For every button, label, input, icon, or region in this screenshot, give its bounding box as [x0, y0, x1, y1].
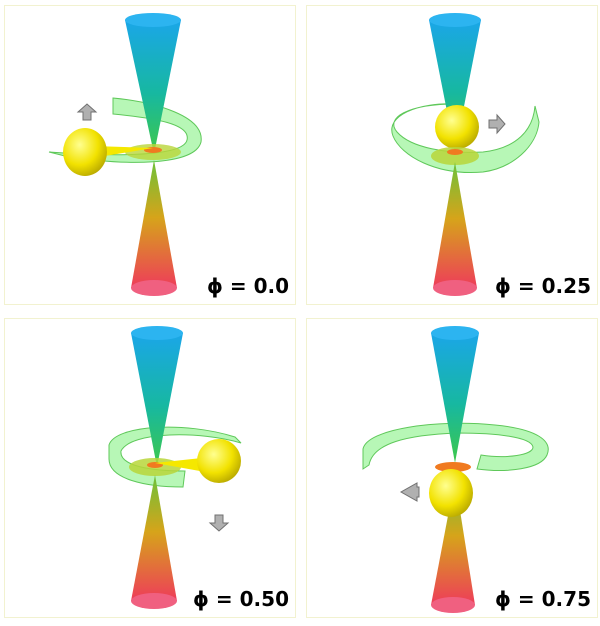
accretion-disk: [431, 147, 479, 165]
companion-star: [435, 105, 479, 149]
upper-jet-cone: [131, 333, 183, 467]
binary-jet-illustration: [48, 13, 202, 296]
arrow-up-icon: [76, 103, 98, 121]
upper-jet-cap: [125, 13, 181, 27]
spiral-ribbon: [48, 97, 202, 163]
upper-jet-cone: [429, 20, 481, 152]
phase-label: ϕ = 0.0: [206, 274, 289, 298]
phase-label: ϕ = 0.75: [495, 587, 591, 611]
panel-phase-0: ϕ = 0.0: [4, 5, 296, 305]
mass-transfer-stream: [93, 146, 153, 158]
spiral-ribbon: [362, 422, 549, 471]
arrow-right-icon: [488, 113, 506, 135]
compact-core: [447, 149, 463, 155]
upper-jet-cap: [431, 326, 479, 340]
panel-phase-3: ϕ = 0.75: [306, 318, 598, 618]
lower-jet-cone: [131, 475, 177, 601]
lower-jet-cone: [433, 162, 477, 288]
lower-jet-cap: [431, 597, 475, 613]
binary-jet-illustration: [108, 326, 242, 609]
upper-jet-cone: [125, 20, 181, 154]
arrow-down-icon: [208, 514, 230, 532]
lower-jet-cone: [131, 160, 177, 288]
binary-jet-illustration: [391, 13, 540, 296]
lower-jet-cone: [431, 479, 475, 605]
lower-jet-cap: [131, 280, 177, 296]
spiral-ribbon: [391, 103, 540, 174]
upper-jet-cone: [431, 333, 479, 463]
upper-jet-cap: [131, 326, 183, 340]
panel-phase-2: ϕ = 0.50: [4, 318, 296, 618]
phase-label: ϕ = 0.25: [495, 274, 591, 298]
lower-jet-cap: [131, 593, 177, 609]
phase-label: ϕ = 0.50: [193, 587, 289, 611]
upper-jet-cap: [429, 13, 481, 27]
panel-phase-1: ϕ = 0.25: [306, 5, 598, 305]
companion-star: [429, 469, 473, 517]
lower-jet-cap: [433, 280, 477, 296]
binary-jet-illustration: [362, 326, 549, 613]
companion-star: [197, 439, 241, 483]
compact-core: [435, 462, 471, 472]
companion-star: [63, 128, 107, 176]
arrow-left-icon: [399, 482, 420, 502]
